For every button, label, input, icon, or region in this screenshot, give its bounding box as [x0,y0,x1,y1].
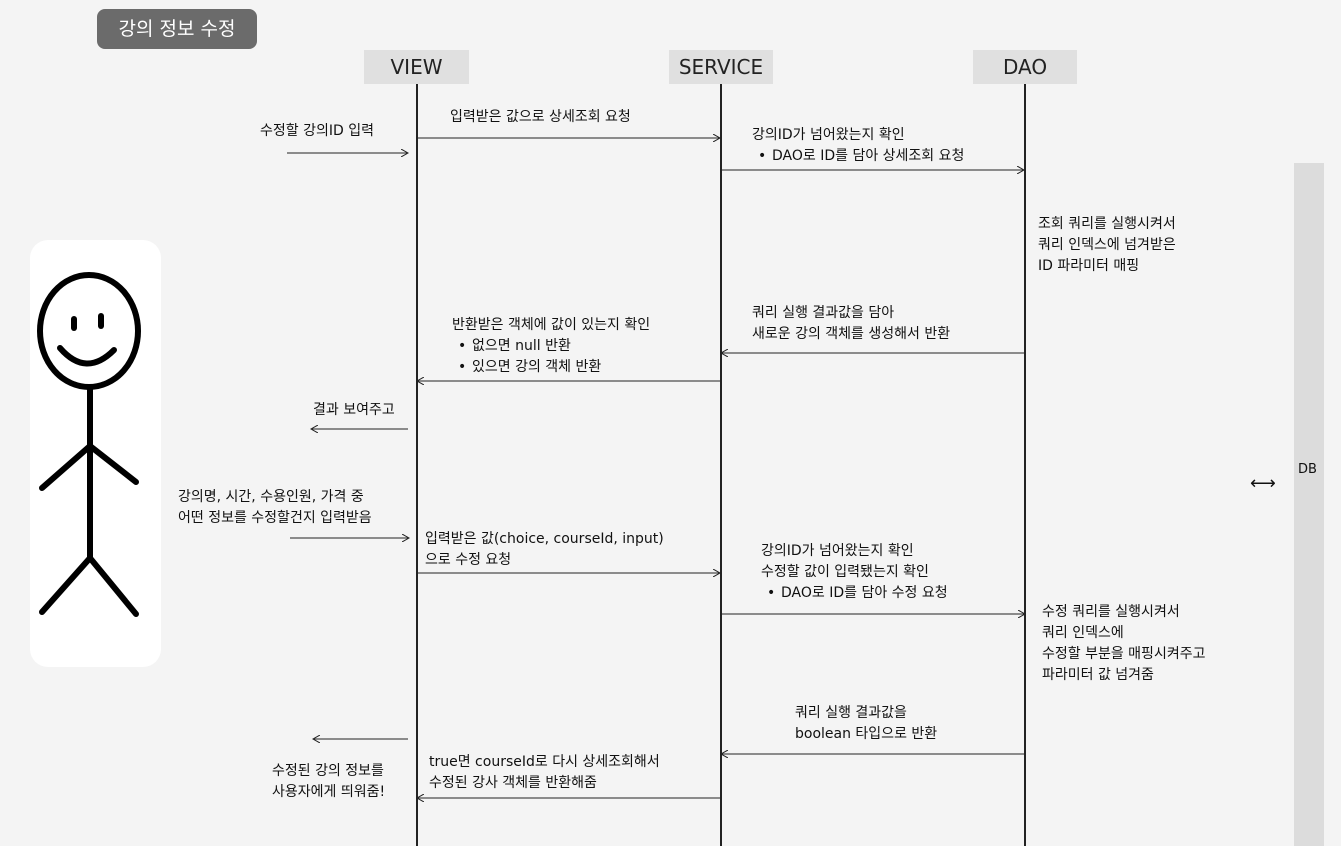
lane-header-dao: DAO [973,50,1077,84]
diagram-title: 강의 정보 수정 [97,9,257,49]
note-dao-query: 조회 쿼리를 실행시켜서 쿼리 인덱스에 넘겨받은 ID 파라미터 매핑 [1038,216,1176,274]
lifeline-view [416,84,418,846]
note-detail-request: 입력받은 값으로 상세조회 요청 [450,109,631,125]
lifeline-dao [1024,84,1026,846]
note-dao-result: 쿼리 실행 결과값을 담아 새로운 강의 객체를 생성해서 반환 [752,305,951,342]
note-dao-update-query: 수정 쿼리를 실행시켜서 쿼리 인덱스에 수정할 부분을 매핑시켜주고 파라미터… [1042,604,1206,683]
lifeline-service [720,84,722,846]
note-select-field: 강의명, 시간, 수용인원, 가격 중 어떤 정보를 수정할건지 입력받음 [178,489,372,526]
note-display-updated: 수정된 강의 정보를 사용자에게 띄워줌! [272,763,386,800]
note-update-request: 입력받은 값(choice, courseId, input) 으로 수정 요청 [425,531,664,568]
db-bidirectional-arrow-icon: ⟷ [1250,473,1276,494]
lane-header-service: SERVICE [669,50,773,84]
user-figure-card [30,240,161,667]
note-service-check-id: 강의ID가 넘어왔는지 확인 DAO로 ID를 담아 상세조회 요청 [752,125,964,167]
note-dao-boolean-return: 쿼리 실행 결과값을 boolean 타입으로 반환 [795,705,938,742]
db-bar [1294,163,1324,846]
note-show-result: 결과 보여주고 [313,402,395,418]
stick-figure-icon [37,272,141,617]
db-label: DB [1298,462,1317,477]
note-input-course-id: 수정할 강의ID 입력 [260,123,374,139]
note-service-check-object: 반환받은 객체에 값이 있는지 확인 없으면 null 반환 있으면 강의 객체… [452,315,650,378]
lane-header-view: VIEW [364,50,469,84]
note-service-update-check: 강의ID가 넘어왔는지 확인 수정할 값이 입력됐는지 확인 DAO로 ID를 … [761,541,948,604]
note-service-return-updated: true면 courseId로 다시 상세조회해서 수정된 강사 객체를 반환해… [429,754,660,791]
